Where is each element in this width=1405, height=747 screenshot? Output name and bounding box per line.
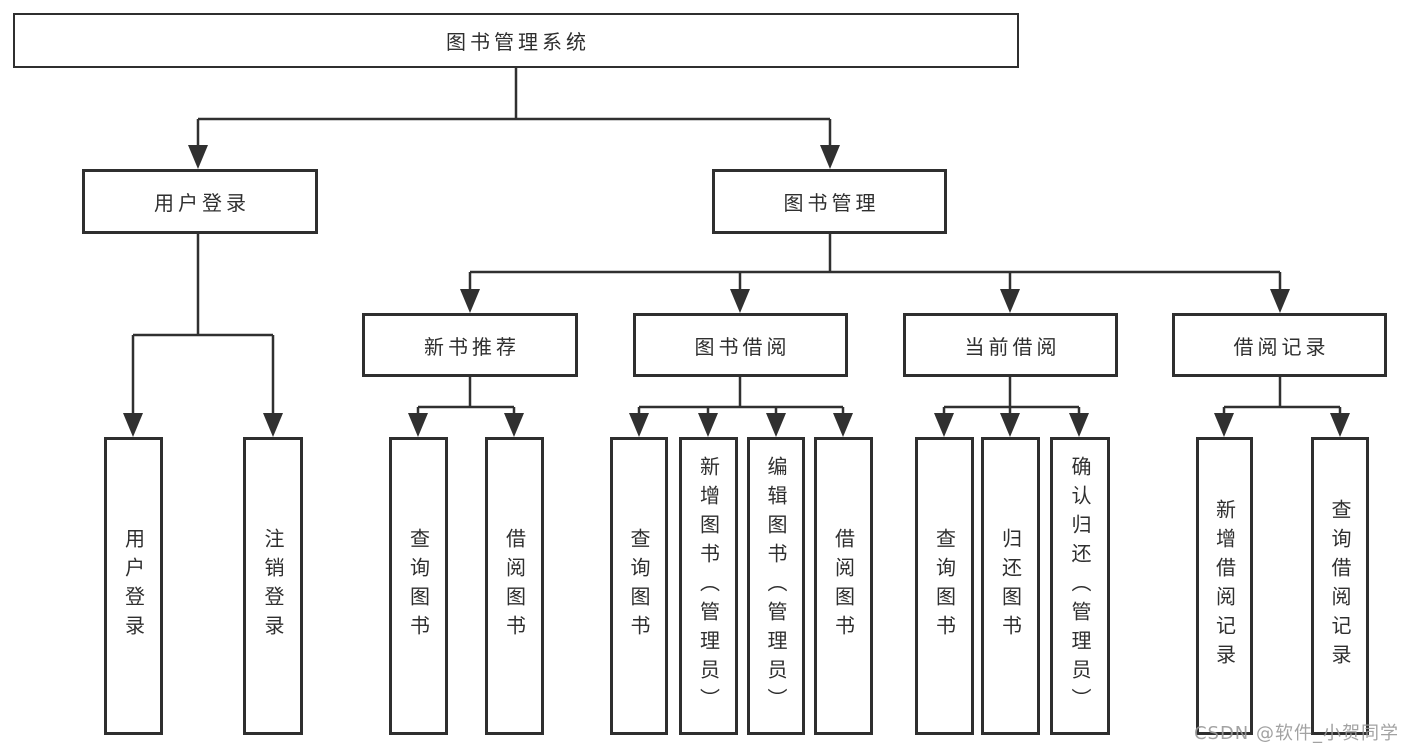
leaf-label: 用户登录: [121, 528, 146, 644]
node-label: 图书管理: [783, 191, 880, 215]
leaf-label: 借阅图书: [831, 528, 856, 644]
leaf-label: 新增借阅记录: [1212, 499, 1237, 673]
node-borrow-records: 借阅记录: [1172, 313, 1387, 377]
leaf-label: 查询图书: [932, 528, 957, 644]
node-label: 用户登录: [154, 191, 250, 215]
node-label: 当前借阅: [964, 334, 1061, 359]
node-label: 借阅记录: [1233, 334, 1330, 359]
connector-root: [196, 68, 832, 146]
leaf-label: 确认归还（管理员）: [1068, 455, 1092, 717]
leaf-label: 查询图书: [627, 528, 651, 644]
leaf-label: 编辑图书（管理员）: [764, 455, 788, 717]
csdn-watermark: CSDN @软件_小贺同学: [1193, 723, 1399, 744]
leaf-borrow-query-book: 查询图书: [610, 437, 668, 735]
leaf-edit-book-admin: 编辑图书（管理员）: [747, 437, 805, 735]
leaf-return-book: 归还图书: [981, 437, 1040, 735]
node-label: 图书借阅: [694, 334, 791, 359]
leaf-query-borrow-record: 查询借阅记录: [1311, 437, 1369, 735]
leaf-label: 查询借阅记录: [1328, 499, 1352, 673]
connector-current-borrow: [942, 377, 1081, 414]
leaf-label: 新增图书（管理员）: [696, 455, 721, 717]
connector-book-borrow: [637, 377, 845, 414]
leaf-logout: 注销登录: [243, 437, 303, 735]
node-library-system: 图书管理系统: [13, 13, 1019, 68]
leaf-label: 注销登录: [261, 528, 285, 644]
node-book-borrow: 图书借阅: [633, 313, 848, 377]
leaf-new-book-query: 查询图书: [389, 437, 448, 735]
leaf-confirm-return-admin: 确认归还（管理员）: [1050, 437, 1110, 735]
leaf-add-book-admin: 新增图书（管理员）: [679, 437, 738, 735]
leaf-add-borrow-record: 新增借阅记录: [1196, 437, 1253, 735]
node-book-management: 图书管理: [712, 169, 947, 234]
leaf-label: 查询图书: [406, 528, 431, 644]
leaf-current-query-book: 查询图书: [915, 437, 974, 735]
leaf-new-book-borrow: 借阅图书: [485, 437, 544, 735]
connector-user-login: [131, 234, 275, 414]
connector-new-book: [416, 377, 516, 414]
leaf-label: 借阅图书: [502, 528, 527, 644]
leaf-borrow-book: 借阅图书: [814, 437, 873, 735]
leaf-label: 归还图书: [998, 528, 1023, 644]
node-label: 新书推荐: [424, 334, 520, 359]
node-current-borrow: 当前借阅: [903, 313, 1118, 377]
node-new-book-recommend: 新书推荐: [362, 313, 578, 377]
leaf-user-login: 用户登录: [104, 437, 163, 735]
arrowheads: [123, 145, 1350, 437]
node-label: 图书管理系统: [446, 30, 590, 54]
node-user-login: 用户登录: [82, 169, 318, 234]
connector-borrow-records: [1222, 377, 1342, 414]
connector-book-management: [468, 234, 1282, 290]
